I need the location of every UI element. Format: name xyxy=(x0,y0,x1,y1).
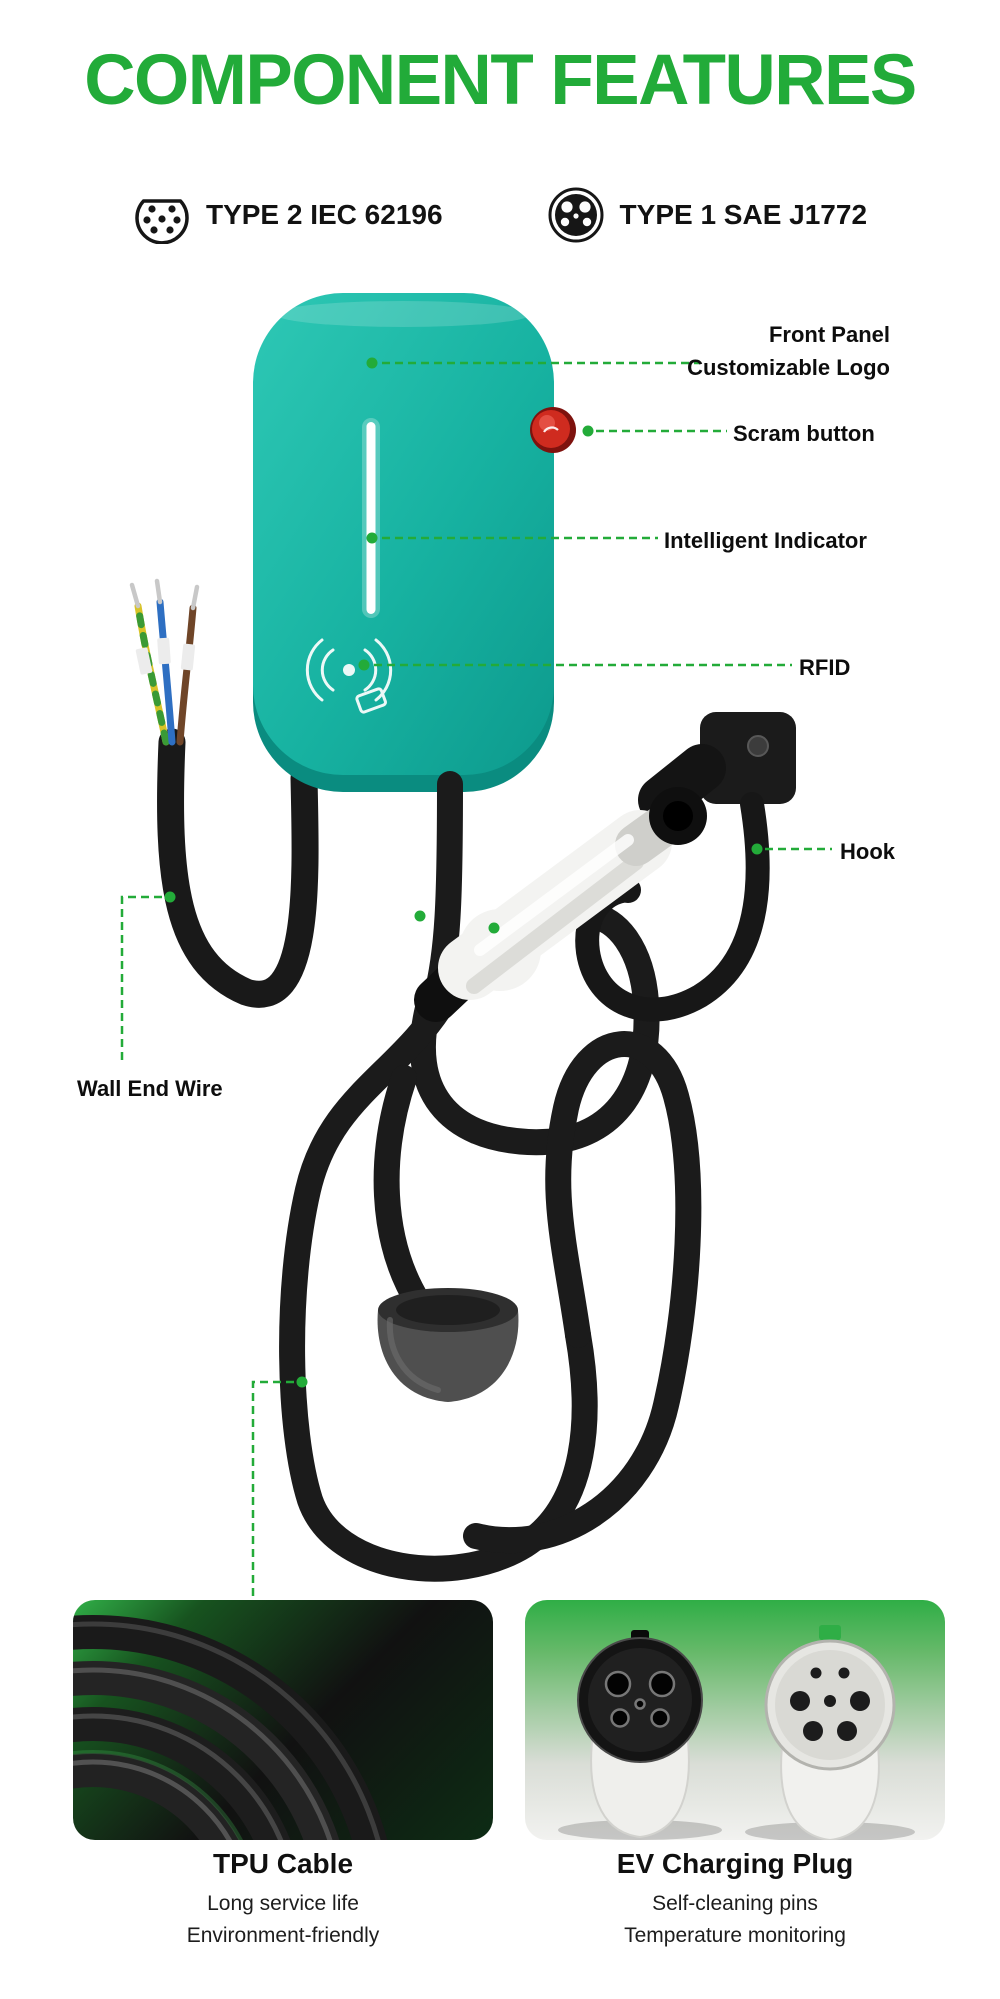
product-feature: Self-cleaning pins xyxy=(652,1892,818,1915)
photo-ev-charging-plug xyxy=(525,1600,945,1840)
ev-plug-image xyxy=(558,1625,915,1840)
badge-type1: TYPE 1 SAE J1772 xyxy=(547,186,867,244)
intelligent-indicator-strip xyxy=(362,418,380,618)
type1-connector-icon xyxy=(548,187,604,243)
connector-badges: TYPE 2 IEC 62196 TYPE 1 SAE J1772 xyxy=(0,186,1000,244)
product-feature: Temperature monitoring xyxy=(624,1924,846,1947)
type1-plug-face xyxy=(577,1630,703,1839)
rfid-icon xyxy=(305,638,393,714)
callout-leader-lines xyxy=(120,361,832,1597)
callout-intelligent-indicator: Intelligent Indicator xyxy=(664,528,867,553)
wall-end-cable xyxy=(129,578,319,1008)
callout-rfid: RFID xyxy=(799,655,851,680)
callout-wall-end-wire: Wall End Wire xyxy=(77,1076,223,1101)
type2-connector-icon xyxy=(135,199,189,244)
photo-tpu-cable xyxy=(73,1600,493,1840)
badge-type2-label: TYPE 2 IEC 62196 xyxy=(205,199,443,230)
callout-front-panel-line2: Customizable Logo xyxy=(687,355,890,380)
charging-plug xyxy=(414,787,707,1022)
callout-front-panel: Front Panel Customizable Logo xyxy=(687,318,890,384)
badge-type2: TYPE 2 IEC 62196 xyxy=(133,186,443,244)
page-title: COMPONENT FEATURES xyxy=(84,41,917,120)
dust-cap xyxy=(377,1288,519,1402)
product-title-ev-charging-plug: EV Charging Plug xyxy=(616,1848,854,1879)
charger-body xyxy=(253,293,576,792)
product-feature: Environment-friendly xyxy=(186,1924,380,1947)
callout-anchor-dots xyxy=(164,357,763,1388)
callout-scram-button: Scram button xyxy=(733,421,875,446)
badge-type1-label: TYPE 1 SAE J1772 xyxy=(619,199,868,230)
product-title-tpu-cable: TPU Cable xyxy=(212,1848,354,1879)
tpu-cable-image xyxy=(73,1615,388,1840)
scram-button-graphic xyxy=(530,407,576,453)
type2-plug-face xyxy=(764,1625,896,1840)
product-feature: Long service life xyxy=(207,1892,359,1915)
callout-front-panel-line1: Front Panel xyxy=(768,322,890,347)
callout-hook: Hook xyxy=(840,839,895,864)
